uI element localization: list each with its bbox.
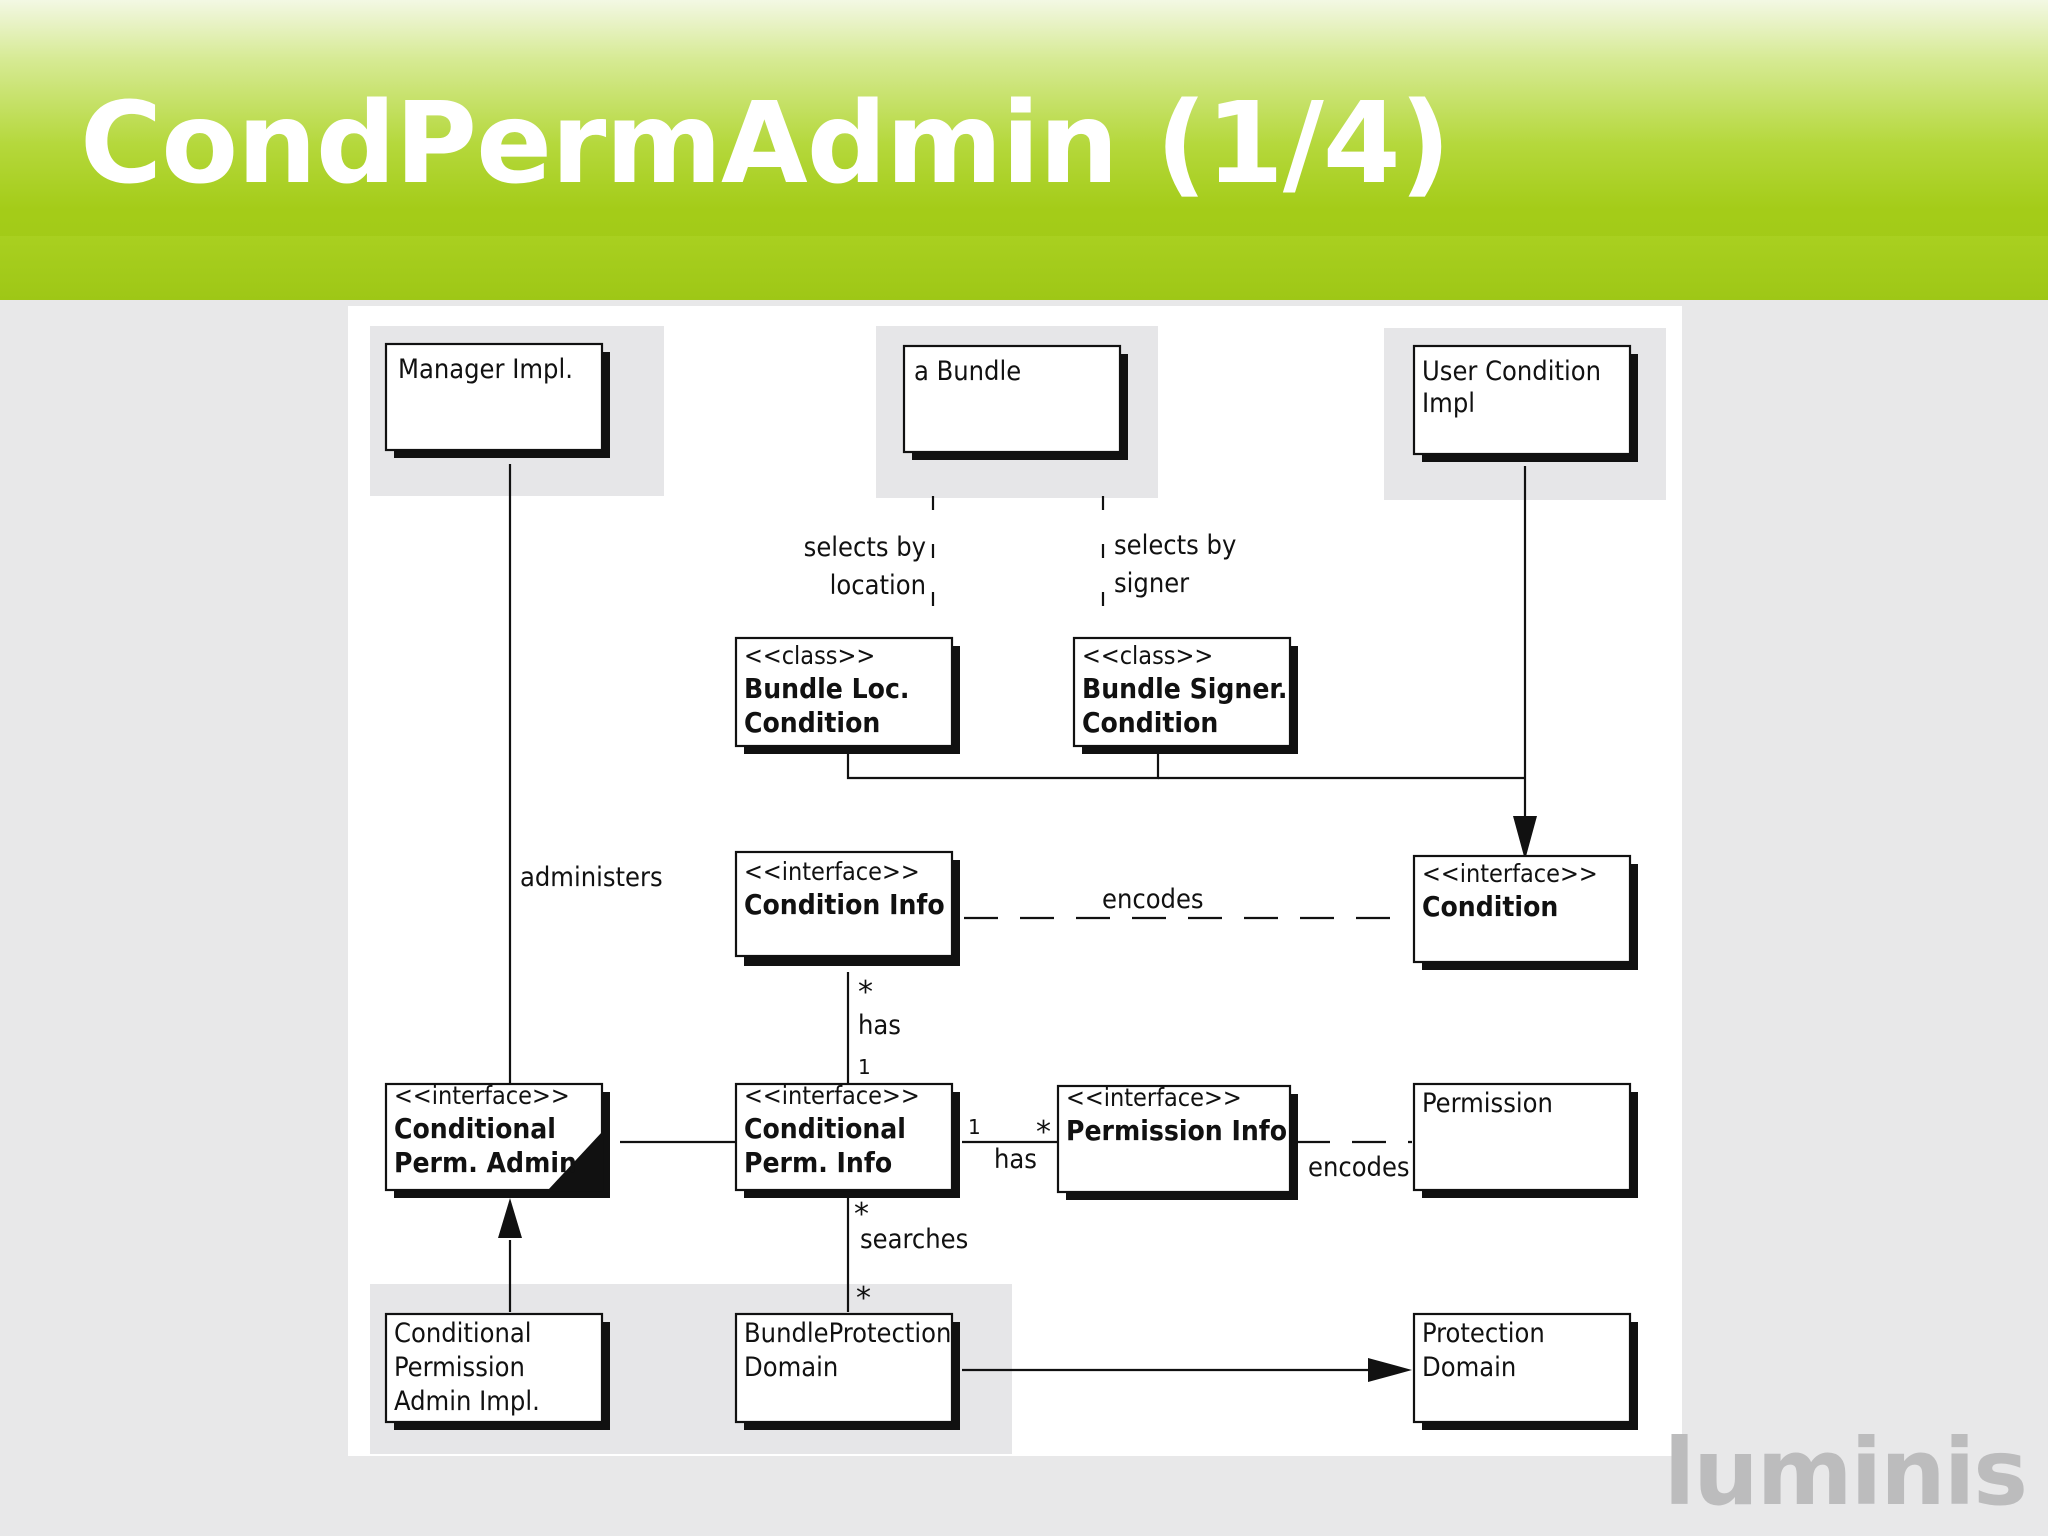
box-cpai-line1: Conditional <box>394 1318 532 1349</box>
box-condition-info-line1: Condition Info <box>744 888 945 921</box>
label-encodes-condition: encodes <box>1102 884 1204 915</box>
box-conditional-perm-admin-corner <box>548 1132 602 1190</box>
box-cpi-stereotype: <<interface>> <box>744 1081 920 1110</box>
box-bpd-line2: Domain <box>744 1352 838 1383</box>
box-bundle-signer-line2: Condition <box>1082 706 1218 739</box>
slide-title: CondPermAdmin (1/4) <box>80 79 1451 209</box>
box-user-condition-impl-line1: User Condition <box>1422 356 1601 387</box>
box-cpai-line3: Admin Impl. <box>394 1386 540 1417</box>
box-protection-domain: Protection Domain <box>1412 1312 1638 1430</box>
box-condition-line1: Condition <box>1422 890 1558 923</box>
box-condition: <<interface>> Condition <box>1412 854 1638 970</box>
box-bundle-loc-condition: <<class>> Bundle Loc. Condition <box>734 636 960 754</box>
mult-searches-star-top: * <box>854 1197 869 1232</box>
label-searches: searches <box>860 1224 968 1255</box>
box-cpa-line1: Conditional <box>394 1112 556 1145</box>
label-encodes-permission: encodes <box>1308 1152 1410 1183</box>
box-condition-info: <<interface>> Condition Info <box>734 850 960 966</box>
edge-conditions-to-condition <box>846 754 1160 780</box>
label-has-condition-info: has <box>858 1010 901 1041</box>
mult-condpinfo-one-right: 1 <box>968 1115 981 1139</box>
box-bundle-loc-stereotype: <<class>> <box>744 641 875 670</box>
box-cpi-line1: Conditional <box>744 1112 906 1145</box>
box-a-bundle: a Bundle <box>902 344 1128 460</box>
box-manager-impl: Manager Impl. <box>384 342 610 458</box>
label-selects-by-location-2: location <box>830 570 926 601</box>
box-condition-stereotype: <<interface>> <box>1422 859 1598 888</box>
box-bundle-loc-line2: Condition <box>744 706 880 739</box>
box-conditional-perm-info: <<interface>> Conditional Perm. Info <box>734 1081 960 1198</box>
label-selects-by-signer-1: selects by <box>1114 530 1236 561</box>
box-bundle-signer-line1: Bundle Signer. <box>1082 672 1287 705</box>
box-pd-line2: Domain <box>1422 1352 1516 1383</box>
arrowhead-protection-domain <box>1368 1358 1412 1382</box>
label-has-permission-info: has <box>994 1144 1037 1175</box>
arrowhead-condition <box>1513 816 1537 860</box>
box-bundle-loc-line1: Bundle Loc. <box>744 672 909 705</box>
box-pinfo-stereotype: <<interface>> <box>1066 1083 1242 1112</box>
box-user-condition-impl: User Condition Impl <box>1412 344 1638 462</box>
box-cpa-line2: Perm. Admin <box>394 1146 577 1179</box>
mult-condinfo-star: * <box>858 975 873 1010</box>
box-cpa-stereotype: <<interface>> <box>394 1081 570 1110</box>
uml-diagram: Manager Impl. a Bundle User Condition Im… <box>370 326 1666 1454</box>
box-cpi-line2: Perm. Info <box>744 1146 892 1179</box>
box-bpd-line1: BundleProtection <box>744 1318 951 1349</box>
label-selects-by-signer-2: signer <box>1114 568 1189 599</box>
box-user-condition-impl-line2: Impl <box>1422 388 1475 419</box>
box-permission: Permission <box>1412 1082 1638 1198</box>
label-administers: administers <box>520 862 663 893</box>
box-pinfo-line1: Permission Info <box>1066 1114 1287 1147</box>
box-pd-line1: Protection <box>1422 1318 1545 1349</box>
brand-logo: luminis <box>1663 1419 2028 1526</box>
box-bundle-signer-condition: <<class>> Bundle Signer. Condition <box>1072 636 1298 754</box>
box-conditional-perm-admin: <<interface>> Conditional Perm. Admin <box>384 1081 610 1198</box>
box-a-bundle-line1: a Bundle <box>914 356 1021 387</box>
box-permission-info: <<interface>> Permission Info <box>1056 1083 1298 1200</box>
box-bundle-protection-domain: BundleProtection Domain <box>734 1312 960 1430</box>
mult-condpinfo-one-top: 1 <box>858 1055 871 1079</box>
mult-perminfo-star: * <box>1036 1115 1051 1150</box>
box-cpai-line2: Permission <box>394 1352 525 1383</box>
mult-searches-star-bottom: * <box>856 1281 871 1316</box>
header-band <box>0 236 2048 300</box>
box-bundle-signer-stereotype: <<class>> <box>1082 641 1213 670</box>
arrowhead-generalization <box>498 1198 522 1238</box>
box-cond-perm-admin-impl: Conditional Permission Admin Impl. <box>384 1312 610 1430</box>
box-condition-info-stereotype: <<interface>> <box>744 857 920 886</box>
box-permission-line1: Permission <box>1422 1088 1553 1119</box>
label-selects-by-location-1: selects by <box>804 532 926 563</box>
box-manager-impl-line1: Manager Impl. <box>398 354 573 385</box>
